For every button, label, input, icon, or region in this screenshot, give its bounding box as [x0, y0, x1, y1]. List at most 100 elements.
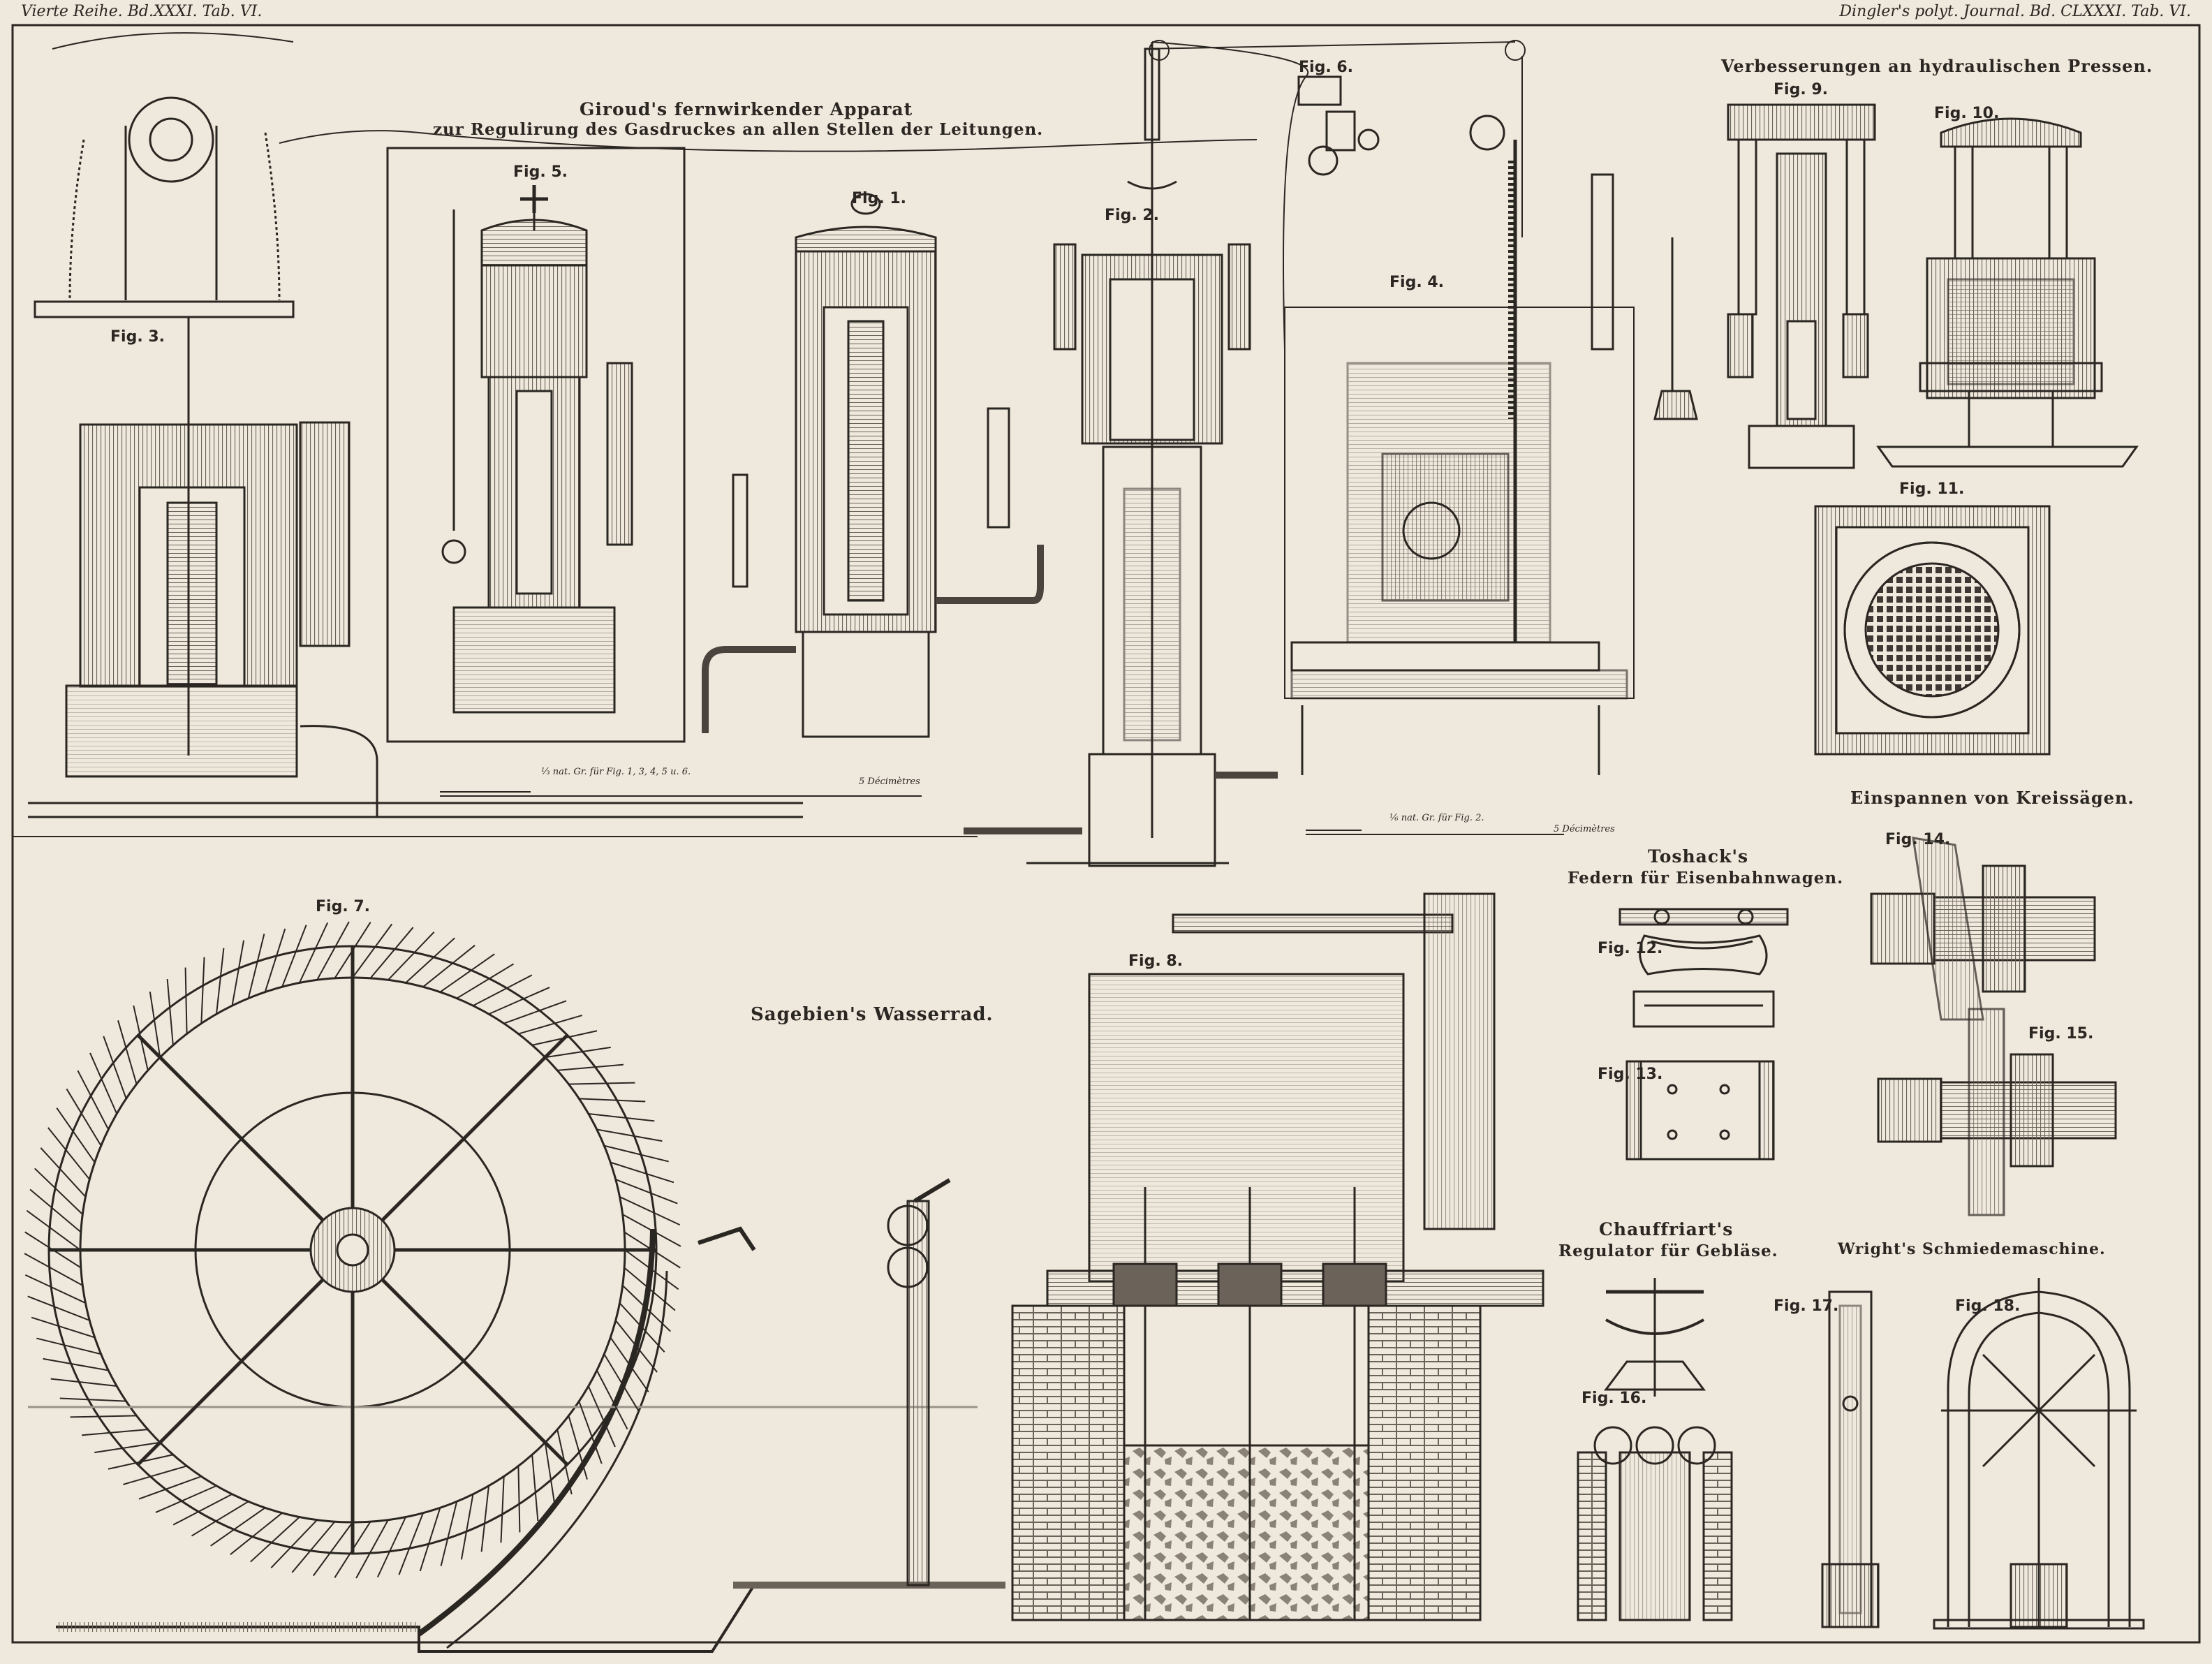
fig7-sluice-post [887, 1178, 951, 1586]
wheel-paddle [166, 978, 174, 1045]
wheel-paddle [619, 1302, 665, 1353]
wheel-paddle [299, 922, 329, 983]
wheel-paddle [419, 1508, 441, 1572]
fig3-drawing [28, 32, 803, 818]
plate-frame [11, 24, 2201, 1644]
title-toshack-1: Toshack's [1648, 846, 1749, 867]
wheel-paddle [376, 1517, 406, 1578]
fig14-label: Fig. 14. [1885, 831, 1951, 848]
wheel-paddle [184, 967, 188, 1034]
wheel-paddle [24, 1231, 82, 1269]
fig5-label: Fig. 5. [513, 163, 568, 181]
title-chauffriart-1: Chauffriart's [1599, 1219, 1734, 1239]
fig8-label: Fig. 8. [1128, 952, 1183, 970]
wheel-paddle [27, 1295, 90, 1321]
fig15-drawing [1877, 1008, 2117, 1216]
scale1-caption: ⅓ nat. Gr. für Fig. 1, 3, 4, 5 u. 6. [541, 767, 691, 777]
wheel-paddle [200, 957, 205, 1024]
fig10-drawing [1876, 117, 2139, 468]
fig9-label: Fig. 9. [1774, 81, 1828, 98]
fig7-waterwheel [24, 921, 978, 1649]
wheel-paddle [138, 1475, 202, 1500]
wheel-paddle [488, 987, 550, 1015]
fig18-label: Fig. 18. [1955, 1297, 2021, 1315]
wheel-paddle [503, 1000, 567, 1024]
wheel-paddle [621, 1285, 671, 1332]
wheel-paddle [610, 1337, 649, 1392]
wheel-paddle [103, 1036, 127, 1099]
fig6-label: Fig. 6. [1299, 59, 1353, 76]
fig5-drawing [386, 147, 686, 743]
wheel-paddle [557, 1063, 624, 1071]
wheel-paddle [531, 1455, 539, 1522]
title-saws: Einspannen von Kreissägen. [1850, 788, 2134, 808]
wheel-paddle [500, 1476, 505, 1543]
wheel-paddle [615, 1179, 678, 1205]
wheel-paddle [36, 1337, 101, 1355]
wheel-paddle [405, 937, 455, 984]
wheel-paddle [518, 1015, 582, 1035]
wheel-paddle [89, 1052, 118, 1114]
wheel-paddle [517, 1466, 521, 1533]
fig17-label: Fig. 17. [1774, 1297, 1839, 1315]
fig12-drawing [1619, 908, 1789, 1028]
wheel-paddle [316, 921, 350, 980]
fig1-drawing [684, 148, 1044, 742]
wheel-paddle [216, 948, 225, 1015]
fig11-drawing [1814, 505, 2051, 756]
header-right: Dingler's polyt. Journal. Bd. CLXXXI. Ta… [1839, 3, 2191, 20]
fig10-label: Fig. 10. [1934, 105, 2000, 122]
wheel-paddle [556, 1429, 573, 1495]
fig16-drawing [1577, 1278, 1733, 1621]
wheel-paddle [94, 1441, 161, 1454]
fig18-drawing [1933, 1278, 2145, 1630]
fig11-label: Fig. 11. [1899, 480, 1965, 498]
title-toshack-2: Federn für Eisenbahnwagen. [1568, 869, 1844, 888]
wheel-paddle [334, 922, 371, 979]
wheel-paddle [456, 963, 515, 999]
wheel-paddle [77, 1070, 110, 1130]
wheel-paddle [123, 1465, 187, 1485]
wheel-paddle [588, 1113, 655, 1122]
wheel-paddle [604, 1144, 669, 1163]
title-chauffriart-2: Regulator für Gebläse. [1558, 1242, 1778, 1260]
wheel-paddle [108, 1454, 174, 1470]
wheel-paddle [81, 1429, 148, 1436]
wheel-spoke [381, 1278, 569, 1466]
wheel-paddle [247, 934, 265, 999]
wheel-paddle [59, 1397, 126, 1402]
wheel-paddle [610, 1161, 674, 1184]
wheel-paddle [312, 1522, 353, 1577]
wheel-spoke [381, 1033, 569, 1222]
wheel-paddle [270, 1519, 318, 1568]
wheel-paddle [191, 1501, 249, 1537]
wheel-paddle [596, 1370, 628, 1430]
fig17-drawing [1821, 1290, 1880, 1628]
wheel-spoke [136, 1278, 325, 1466]
wheel-paddle [40, 1147, 87, 1198]
wheel-paddle [264, 928, 286, 992]
fig13-label: Fig. 13. [1598, 1066, 1663, 1083]
title-wright: Wright's Schmiedemaschine. [1838, 1240, 2106, 1258]
wheel-paddle [334, 1521, 371, 1578]
wheel-paddle [603, 1353, 640, 1412]
wheel-paddle [117, 1020, 138, 1084]
fig16-label: Fig. 16. [1581, 1390, 1647, 1407]
wheel-paddle [568, 1082, 635, 1085]
signal-wires [279, 40, 1526, 350]
fig12-label: Fig. 12. [1598, 940, 1663, 957]
wheel-paddle [622, 1214, 681, 1247]
fig1-label: Fig. 1. [852, 190, 906, 207]
wheel-paddle [422, 945, 475, 988]
wheel-paddle [460, 1494, 474, 1560]
wheel-paddle [50, 1378, 117, 1387]
wheel-paddle [231, 940, 245, 1006]
wheel-paddle [24, 1274, 86, 1304]
wheel-paddle [34, 1168, 84, 1215]
wheel-paddle [47, 1127, 91, 1180]
wheel-paddle [439, 953, 495, 993]
wheel-paddle [26, 1209, 81, 1251]
header-left: Vierte Reihe. Bd.XXXI. Tab. VI. [21, 3, 263, 20]
